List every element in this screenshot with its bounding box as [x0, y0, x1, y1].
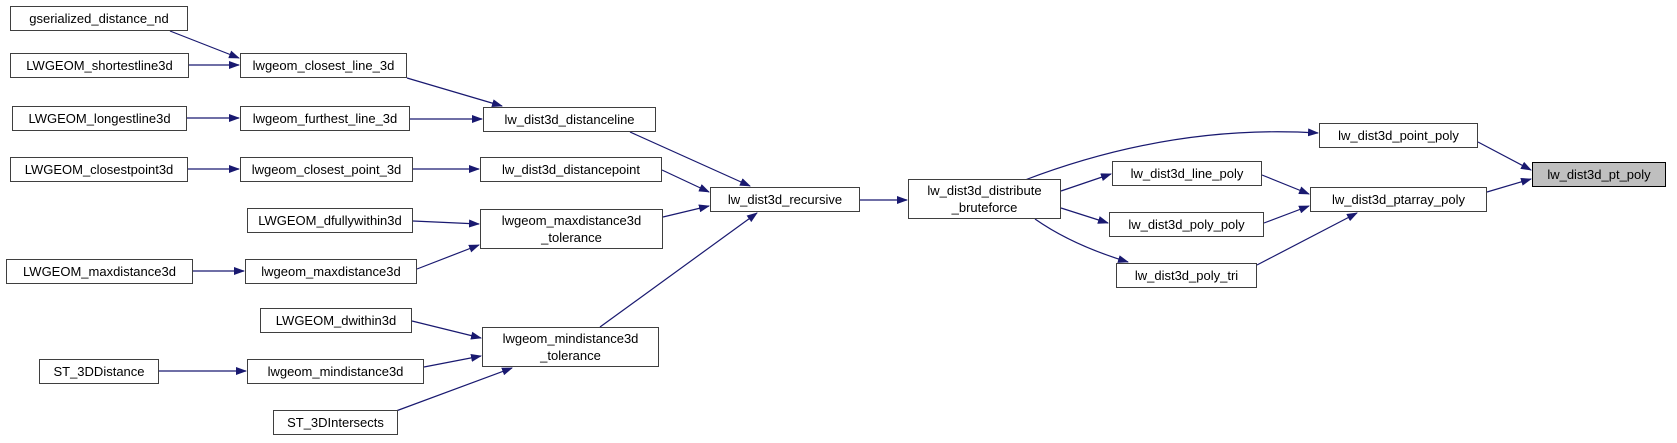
node-lw_dist3d_poly_poly[interactable]: lw_dist3d_poly_poly [1109, 212, 1264, 237]
node-lwgeom_mindistance3d[interactable]: lwgeom_mindistance3d [247, 359, 424, 384]
node-label: lw_dist3d_ptarray_poly [1332, 192, 1465, 207]
node-lw_dist3d_ptarray_poly[interactable]: lw_dist3d_ptarray_poly [1310, 187, 1487, 212]
node-ST_3DDistance[interactable]: ST_3DDistance [39, 359, 159, 384]
node-LWGEOM_longestline3d[interactable]: LWGEOM_longestline3d [12, 106, 187, 131]
edge-lw_dist3d_distribute_bruteforce-to-lw_dist3d_poly_tri [1034, 218, 1129, 263]
edge-lw_dist3d_distribute_bruteforce-to-lw_dist3d_line_poly [1060, 173, 1112, 192]
node-label: lwgeom_furthest_line_3d [252, 111, 398, 126]
node-gserialized_distance_nd[interactable]: gserialized_distance_nd [10, 6, 188, 31]
node-LWGEOM_maxdistance3d[interactable]: LWGEOM_maxdistance3d [6, 259, 193, 284]
node-label: LWGEOM_longestline3d [28, 111, 171, 126]
node-label: lwgeom_mindistance3d [267, 364, 404, 379]
edge-lwgeom_closest_line_3d-to-lw_dist3d_distanceline [406, 77, 503, 108]
edge-ST_3DIntersects-to-lwgeom_mindistance3d_tolerance [395, 367, 513, 412]
node-lwgeom_maxdistance3d[interactable]: lwgeom_maxdistance3d [245, 259, 417, 284]
edge-lw_dist3d_poly_tri-to-lw_dist3d_ptarray_poly [1256, 212, 1358, 266]
node-label: LWGEOM_dwithin3d [275, 313, 397, 328]
edge-lw_dist3d_ptarray_poly-to-lw_dist3d_pt_poly [1486, 177, 1532, 193]
node-label: lwgeom_closest_line_3d [252, 58, 395, 73]
node-LWGEOM_shortestline3d[interactable]: LWGEOM_shortestline3d [10, 53, 189, 78]
edge-lwgeom_mindistance3d-to-lwgeom_mindistance3d_tolerance [423, 353, 482, 368]
edge-lw_dist3d_distanceline-to-lw_dist3d_recursive [629, 131, 751, 187]
node-label: lw_dist3d_poly_tri [1134, 268, 1239, 283]
node-lw_dist3d_distanceline[interactable]: lw_dist3d_distanceline [483, 107, 656, 132]
node-label: lw_dist3d_recursive [727, 192, 843, 207]
node-label: LWGEOM_maxdistance3d [23, 264, 176, 279]
node-label: lw_dist3d_distancepoint [501, 162, 641, 177]
node-label: lwgeom_maxdistance3d _tolerance [501, 213, 642, 245]
node-label: lwgeom_mindistance3d _tolerance [502, 331, 639, 363]
node-lw_dist3d_point_poly[interactable]: lw_dist3d_point_poly [1319, 123, 1478, 148]
node-label: lwgeom_closest_point_3d [251, 162, 402, 177]
node-LWGEOM_closestpoint3d[interactable]: LWGEOM_closestpoint3d [10, 157, 188, 182]
node-lw_dist3d_distancepoint[interactable]: lw_dist3d_distancepoint [480, 157, 662, 182]
node-LWGEOM_dwithin3d[interactable]: LWGEOM_dwithin3d [260, 308, 412, 333]
node-label: lw_dist3d_distanceline [504, 112, 635, 127]
node-label: lw_dist3d_point_poly [1338, 128, 1459, 143]
node-label: lw_dist3d_poly_poly [1128, 217, 1245, 232]
edge-lwgeom_maxdistance3d_tolerance-to-lw_dist3d_recursive [662, 204, 710, 218]
edge-gserialized_distance_nd-to-lwgeom_closest_line_3d [169, 30, 240, 59]
node-label: lw_dist3d_pt_poly [1547, 167, 1651, 182]
node-label: LWGEOM_closestpoint3d [24, 162, 174, 177]
node-lw_dist3d_line_poly[interactable]: lw_dist3d_line_poly [1112, 161, 1262, 186]
node-label: lw_dist3d_line_poly [1130, 166, 1244, 181]
node-label: lwgeom_maxdistance3d [261, 264, 401, 279]
node-label: LWGEOM_dfullywithin3d [258, 213, 402, 228]
node-lw_dist3d_poly_tri[interactable]: lw_dist3d_poly_tri [1116, 263, 1257, 288]
node-label: gserialized_distance_nd [29, 11, 169, 26]
node-lw_dist3d_distribute_bruteforce[interactable]: lw_dist3d_distribute _bruteforce [908, 179, 1061, 219]
edge-lw_dist3d_line_poly-to-lw_dist3d_ptarray_poly [1261, 174, 1310, 195]
edge-lwgeom_mindistance3d_tolerance-to-lw_dist3d_recursive [599, 212, 758, 328]
node-lwgeom_maxdistance3d_tolerance[interactable]: lwgeom_maxdistance3d _tolerance [480, 209, 663, 249]
edge-lw_dist3d_distribute_bruteforce-to-lw_dist3d_poly_poly [1060, 207, 1109, 224]
node-label: LWGEOM_shortestline3d [26, 58, 173, 73]
edge-lw_dist3d_distancepoint-to-lw_dist3d_recursive [661, 169, 710, 193]
edge-lw_dist3d_distribute_bruteforce-to-lw_dist3d_point_poly [1024, 128, 1319, 181]
node-ST_3DIntersects[interactable]: ST_3DIntersects [273, 410, 398, 435]
node-label: ST_3DIntersects [287, 415, 384, 430]
node-lwgeom_mindistance3d_tolerance[interactable]: lwgeom_mindistance3d _tolerance [482, 327, 659, 367]
edge-lw_dist3d_poly_poly-to-lw_dist3d_ptarray_poly [1263, 205, 1310, 224]
node-lwgeom_closest_line_3d[interactable]: lwgeom_closest_line_3d [240, 53, 407, 78]
node-LWGEOM_dfullywithin3d[interactable]: LWGEOM_dfullywithin3d [247, 208, 413, 233]
node-lw_dist3d_pt_poly: lw_dist3d_pt_poly [1532, 162, 1666, 187]
node-lw_dist3d_recursive[interactable]: lw_dist3d_recursive [710, 187, 860, 212]
edge-lwgeom_maxdistance3d-to-lwgeom_maxdistance3d_tolerance [416, 244, 480, 270]
edge-LWGEOM_dfullywithin3d-to-lwgeom_maxdistance3d_tolerance [412, 219, 480, 228]
edge-LWGEOM_dwithin3d-to-lwgeom_mindistance3d_tolerance [411, 320, 482, 340]
node-label: ST_3DDistance [53, 364, 145, 379]
edge-lw_dist3d_point_poly-to-lw_dist3d_pt_poly [1477, 141, 1532, 171]
node-lwgeom_closest_point_3d[interactable]: lwgeom_closest_point_3d [240, 157, 413, 182]
node-label: lw_dist3d_distribute _bruteforce [927, 183, 1042, 215]
node-lwgeom_furthest_line_3d[interactable]: lwgeom_furthest_line_3d [240, 106, 410, 131]
